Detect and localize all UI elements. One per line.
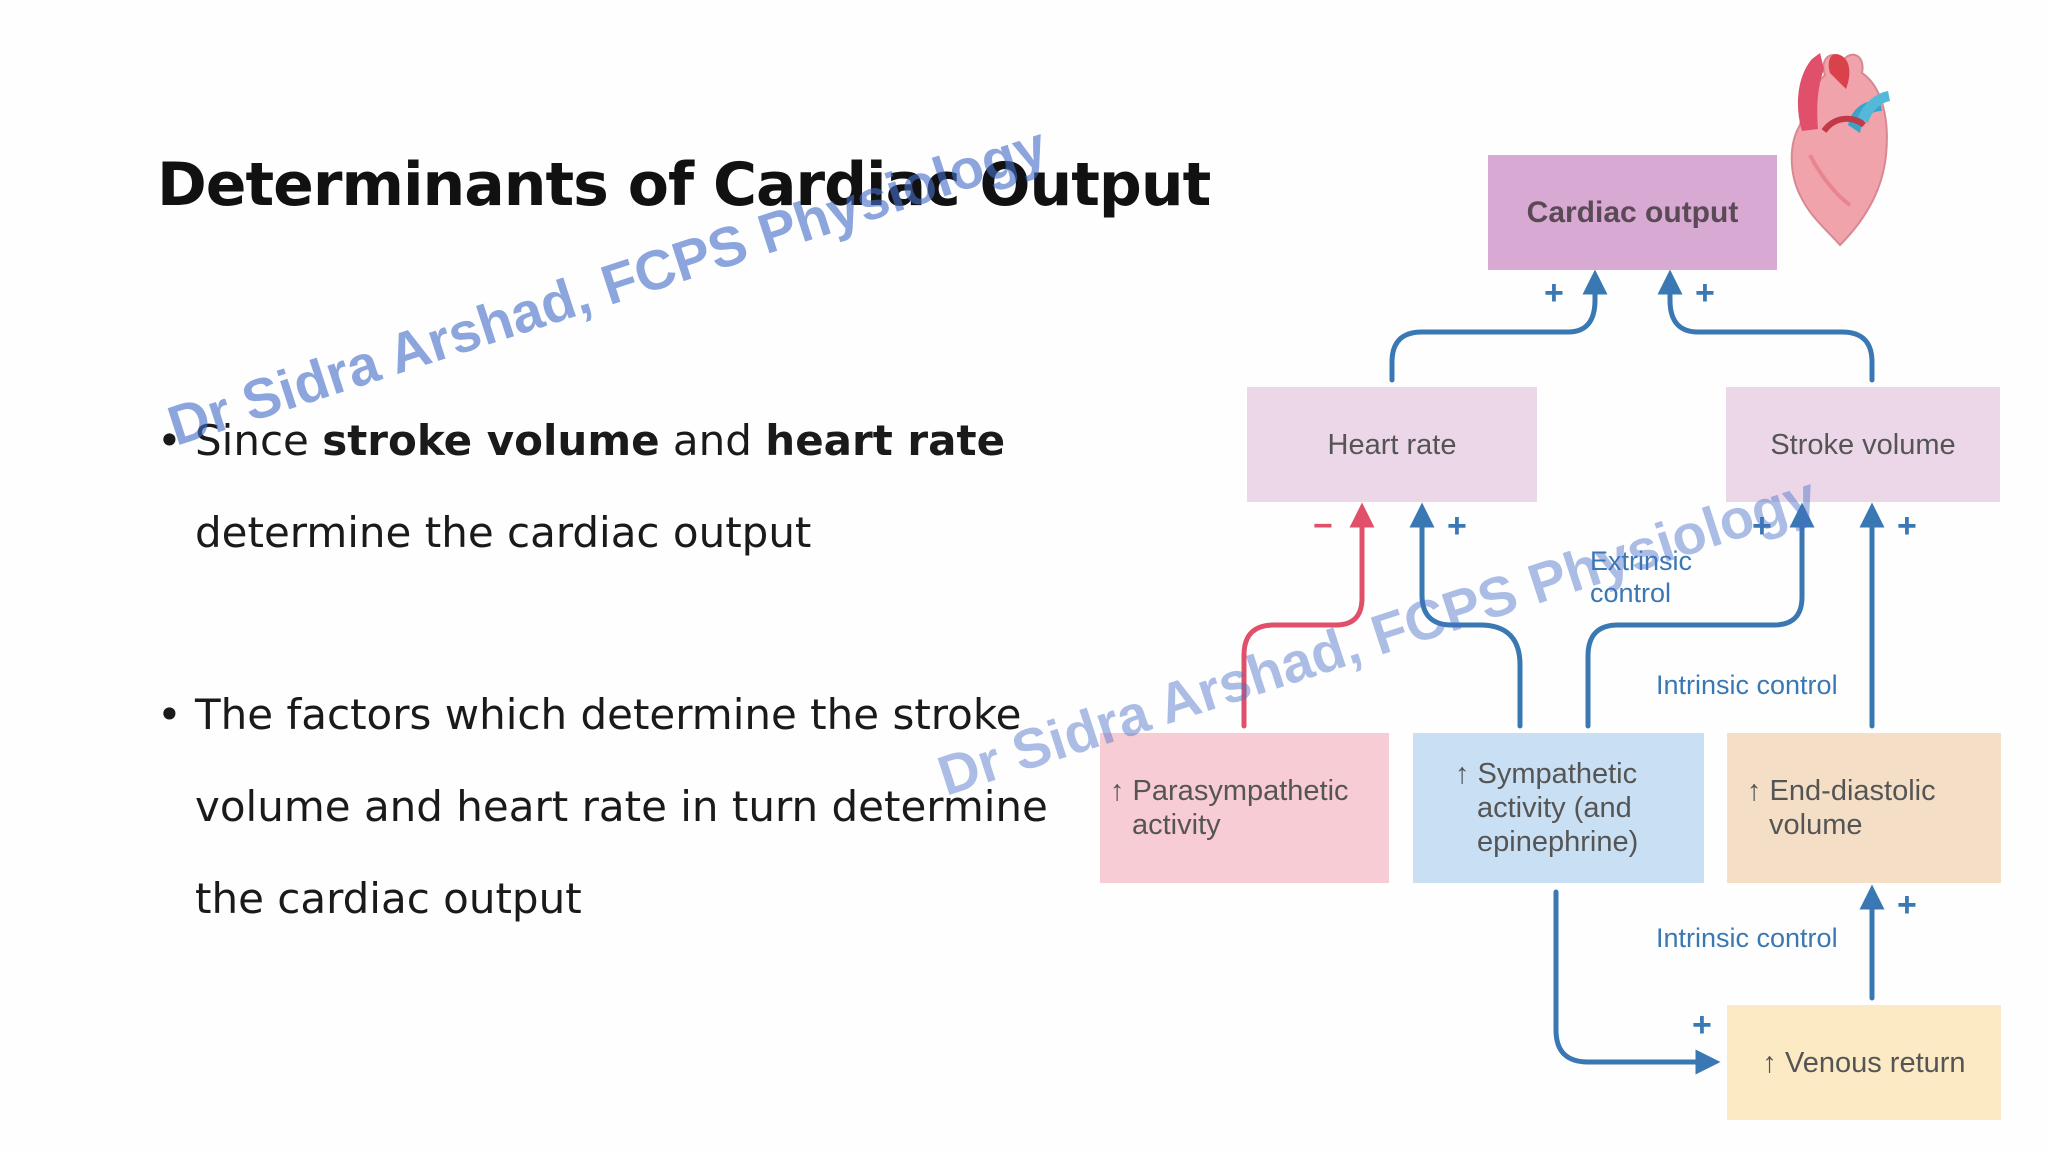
bullet-2-line-2: volume and heart rate in turn determine [195,782,1048,831]
box-parasympathetic-line-2: activity [1132,809,1221,841]
box-stroke-volume: Stroke volume [1726,387,2000,502]
bullet-marker: • [157,416,182,465]
box-end-diastolic-label: ↑ End-diastolic volume [1737,774,1936,842]
label-extrinsic-line-1: Extrinsic [1590,546,1693,576]
box-stroke-volume-label: Stroke volume [1770,428,1956,461]
sign-plus-vr-edv: + [1897,886,1917,924]
label-intrinsic-control-1: Intrinsic control [1656,670,1838,700]
sign-plus-edv-sv: + [1897,507,1917,545]
box-venous-return-label: ↑ Venous return [1762,1046,1966,1079]
label-extrinsic-control: Extrinsic control [1590,545,1692,609]
sign-plus-symp-sv: + [1752,507,1772,545]
bullet-2-line-1: The factors which determine the stroke [195,690,1022,739]
bullet-1-text: Since [195,416,323,465]
bullet-1-emph-heart-rate: heart rate [765,416,1006,465]
bullet-1-line-1: Since stroke volume and heart rate [195,395,1057,487]
box-venous-return: ↑ Venous return [1727,1005,2001,1120]
box-sympathetic-label: ↑ Sympathetic activity (and epinephrine) [1423,757,1638,859]
arrow-sympathetic-to-stroke-volume [1585,502,1815,729]
arrow-sympathetic-to-heart-rate [1409,502,1523,729]
box-parasympathetic-label: ↑ Parasympathetic activity [1110,774,1349,842]
bullet-item-1: • Since stroke volume and heart rate det… [157,395,1057,579]
bullet-1-emph-stroke-volume: stroke volume [322,416,660,465]
sign-plus-hr-co: + [1544,274,1564,312]
box-parasympathetic: ↑ Parasympathetic activity [1100,733,1389,883]
bullet-item-2: • The factors which determine the stroke… [157,669,1057,945]
bullet-2-line-3: the cardiac output [195,874,582,923]
bullet-marker: • [157,690,182,739]
bullet-1-line-2: determine the cardiac output [195,508,812,557]
box-sympathetic-line-2: activity (and [1477,792,1632,824]
box-heart-rate-label: Heart rate [1327,428,1457,461]
sign-minus-para-hr: − [1313,507,1333,545]
label-extrinsic-line-2: control [1590,578,1672,608]
arrow-parasympathetic-to-heart-rate [1241,502,1375,729]
box-cardiac-output-label: Cardiac output [1526,195,1739,229]
slide-title: Determinants of Cardiac Output [157,150,1211,220]
arrow-heart-rate-to-cardiac-output [1389,269,1608,383]
heart-icon [1790,53,1890,247]
box-parasympathetic-line-1: ↑ Parasympathetic [1110,775,1349,807]
arrow-stroke-volume-to-cardiac-output [1657,269,1875,383]
sign-plus-symp-hr: + [1447,507,1467,545]
box-cardiac-output: Cardiac output [1488,155,1777,270]
sign-plus-symp-vr: + [1692,1006,1712,1044]
label-intrinsic-control-2: Intrinsic control [1656,923,1838,953]
box-end-diastolic-volume: ↑ End-diastolic volume [1727,733,2001,883]
box-end-diastolic-line-2: volume [1769,809,1863,841]
box-heart-rate: Heart rate [1247,387,1537,502]
bullet-1-text: and [659,416,766,465]
sign-plus-sv-co: + [1695,274,1715,312]
bullet-list: • Since stroke volume and heart rate det… [157,395,1057,945]
box-end-diastolic-line-1: ↑ End-diastolic [1747,775,1936,807]
box-sympathetic: ↑ Sympathetic activity (and epinephrine) [1413,733,1704,883]
box-sympathetic-line-1: ↑ Sympathetic [1455,758,1638,790]
arrow-sympathetic-to-venous-return [1553,889,1721,1075]
box-sympathetic-line-3: epinephrine) [1477,826,1639,858]
